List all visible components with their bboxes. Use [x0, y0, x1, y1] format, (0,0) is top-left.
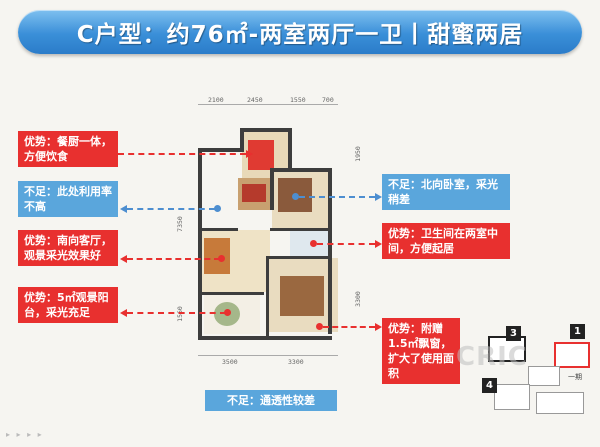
dimension-bottom-2: 3300	[288, 358, 304, 366]
wall	[270, 228, 332, 231]
note-usage-shortcoming: 不足：此处利用率不高	[18, 181, 118, 217]
wall	[328, 168, 332, 334]
south-bed	[280, 276, 324, 316]
note-text: 优势：卫生间在两室中间，方便起居	[388, 227, 498, 255]
note-text: 不足：此处利用率不高	[24, 185, 112, 213]
wall	[266, 256, 269, 336]
dimension-top-3: 1550	[290, 96, 306, 104]
pointer-line	[317, 243, 375, 245]
marker-dot	[214, 205, 221, 212]
arrow-left-icon	[120, 309, 127, 317]
arrow-right-icon	[375, 240, 382, 248]
note-text: 优势：餐厨一体，方便饮食	[24, 135, 112, 163]
page-title: C户型：约76㎡-两室两厅一卫丨甜蜜两居	[76, 22, 524, 48]
building-badge-3: 3	[506, 326, 521, 341]
note-bedroom-shortcoming: 不足：北向卧室，采光稍差	[382, 174, 510, 210]
note-text: 优势：附赠1.5㎡飘窗，扩大了使用面积	[388, 322, 454, 380]
pointer-line	[127, 208, 215, 210]
note-bathroom-advantage: 优势：卫生间在两室中间，方便起居	[382, 223, 510, 259]
pointer-line	[323, 326, 375, 328]
dining-set	[242, 184, 266, 202]
wall	[240, 128, 290, 132]
dimension-top-1: 2100	[208, 96, 224, 104]
arrow-left-icon	[120, 255, 127, 263]
site-building	[528, 366, 560, 386]
dimension-top-4: 700	[322, 96, 334, 104]
arrow-left-icon	[120, 205, 127, 213]
dimension-right-2: 3300	[353, 291, 362, 307]
building-badge-1: 1	[570, 324, 585, 339]
wall	[198, 148, 242, 152]
note-text: 优势：5㎡观景阳台，采光充足	[24, 291, 109, 319]
dimension-left-2: 1560	[175, 306, 184, 322]
dimension-bottom-1: 3500	[222, 358, 238, 366]
note-bay-window-advantage: 优势：附赠1.5㎡飘窗，扩大了使用面积	[382, 318, 460, 384]
pointer-line	[118, 153, 246, 155]
wall	[198, 148, 202, 340]
site-map-thumbnail: 3 1 4 一期	[476, 322, 596, 432]
arrow-right-icon	[375, 193, 382, 201]
marker-dot	[292, 193, 299, 200]
marker-dot	[224, 309, 231, 316]
site-building-1	[554, 342, 590, 368]
note-text: 优势：南向客厅，观景采光效果好	[24, 234, 112, 262]
note-kitchen-advantage: 优势：餐厨一体，方便饮食	[18, 131, 118, 167]
pointer-line	[299, 196, 375, 198]
wall	[288, 128, 292, 172]
dimension-line-top	[198, 104, 338, 105]
site-building	[536, 392, 584, 414]
arrow-right-icon	[246, 150, 253, 158]
watermark: CRIC	[456, 342, 528, 372]
dimension-top-2: 2450	[247, 96, 263, 104]
wall	[198, 336, 332, 340]
site-building-4	[494, 384, 530, 410]
title-banner: C户型：约76㎡-两室两厅一卫丨甜蜜两居	[18, 10, 582, 54]
phase-label: 一期	[568, 373, 582, 381]
dimension-line-bottom	[198, 355, 338, 356]
pointer-line	[127, 312, 226, 314]
wall	[198, 228, 238, 231]
page-indicator: ▸ ▸ ▸ ▸	[6, 430, 44, 439]
wall	[198, 292, 264, 295]
note-text: 不足：通透性较差	[227, 394, 315, 407]
bathroom	[290, 230, 328, 260]
building-badge-4: 4	[482, 378, 497, 393]
note-ventilation-shortcoming: 不足：通透性较差	[205, 390, 337, 411]
note-text: 不足：北向卧室，采光稍差	[388, 178, 498, 206]
pointer-line	[127, 258, 220, 260]
marker-dot	[310, 240, 317, 247]
sofa	[204, 238, 230, 274]
marker-dot	[316, 323, 323, 330]
dimension-left-1: 7350	[175, 216, 184, 232]
marker-dot	[218, 255, 225, 262]
wall	[270, 168, 332, 172]
note-living-advantage: 优势：南向客厅，观景采光效果好	[18, 230, 118, 266]
wall	[270, 168, 274, 210]
note-balcony-advantage: 优势：5㎡观景阳台，采光充足	[18, 287, 118, 323]
wall	[266, 256, 332, 259]
floor-plan: 2100 2450 1550 700 3500 3300 7350 1560 1…	[150, 90, 385, 390]
dimension-right-1: 1950	[353, 146, 362, 162]
arrow-right-icon	[375, 323, 382, 331]
wall	[240, 128, 244, 152]
